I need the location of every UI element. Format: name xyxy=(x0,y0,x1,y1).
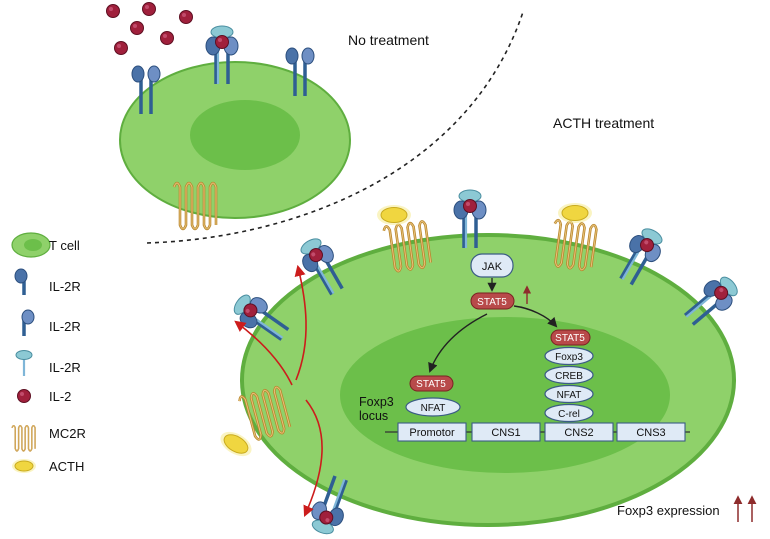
il2r-gamma-chain-icon xyxy=(21,309,35,336)
legend-label-il2: IL-2 xyxy=(49,389,71,404)
locus-cns2: CNS2 xyxy=(544,422,614,442)
legend-item-mc2r: MC2R xyxy=(11,424,86,452)
locus-cns1-label: CNS1 xyxy=(491,427,520,439)
treated-acth-top-left xyxy=(376,204,412,226)
nfat-right-label: NFAT xyxy=(557,390,582,401)
legend-label-acth: ACTH xyxy=(49,459,84,474)
nfat-right-node: NFAT xyxy=(544,384,594,404)
il2r-beta-chain-icon xyxy=(14,268,28,295)
crel-node: C-rel xyxy=(544,403,594,423)
stat5-cytoplasm-node: STAT5 xyxy=(470,292,515,310)
stat5-to-left-nucleus-arrow xyxy=(428,313,488,373)
locus-cns1: CNS1 xyxy=(471,422,541,442)
il2r-alpha-chain-icon xyxy=(15,350,33,376)
stat5-cytoplasm-label: STAT5 xyxy=(477,297,507,308)
legend-label-t-cell: T cell xyxy=(49,238,80,253)
locus-cns3-label: CNS3 xyxy=(636,427,665,439)
nfat-left-node: NFAT xyxy=(405,397,461,417)
creb-node: CREB xyxy=(544,365,594,385)
untreated-nucleus xyxy=(190,100,300,170)
locus-promotor: Promotor xyxy=(397,422,467,442)
acth-treatment-label: ACTH treatment xyxy=(553,115,654,131)
crel-label: C-rel xyxy=(558,409,580,420)
legend-item-il2r-alpha: IL-2R xyxy=(15,350,81,376)
jak-label: JAK xyxy=(482,261,503,273)
foxp3-locus-label-line2: locus xyxy=(359,409,388,423)
il2-icon xyxy=(17,389,31,403)
receptor-recruitment-arrows xyxy=(234,264,323,518)
foxp3-label: Foxp3 xyxy=(555,352,583,363)
legend: T cell IL-2R IL-2R IL-2R IL-2 xyxy=(11,232,86,474)
creb-label: CREB xyxy=(555,371,583,382)
foxp3-expression-label: Foxp3 expression xyxy=(617,503,720,518)
treated-acth-left xyxy=(215,426,257,462)
legend-label-il2r-beta: IL-2R xyxy=(49,279,81,294)
legend-label-il2r-gamma: IL-2R xyxy=(49,319,81,334)
stat5-nucleus-right-node: STAT5 xyxy=(550,329,591,346)
treated-acth-top-right xyxy=(557,202,593,224)
locus-promotor-label: Promotor xyxy=(409,427,455,439)
legend-label-mc2r: MC2R xyxy=(49,426,86,441)
locus-cns3: CNS3 xyxy=(616,422,686,442)
legend-item-il2r-gamma: IL-2R xyxy=(21,309,81,336)
stat5-to-right-nucleus-arrow xyxy=(513,305,558,328)
untreated-t-cell xyxy=(119,61,351,219)
stat5-nucleus-left-node: STAT5 xyxy=(409,375,454,392)
stat5-nucleus-left-label: STAT5 xyxy=(416,379,446,390)
foxp3-node: Foxp3 xyxy=(544,346,594,366)
legend-item-t-cell: T cell xyxy=(11,232,80,258)
condition-divider xyxy=(146,11,524,244)
jak-node: JAK xyxy=(470,253,514,278)
stat5-nucleus-right-label: STAT5 xyxy=(555,333,585,344)
legend-item-acth: ACTH xyxy=(12,459,84,474)
t-cell-icon xyxy=(11,232,51,258)
foxp3-locus-label-line1: Foxp3 xyxy=(359,395,394,409)
nfat-left-label: NFAT xyxy=(421,403,446,414)
mc2r-icon xyxy=(11,424,36,452)
locus-cns2-label: CNS2 xyxy=(564,427,593,439)
legend-label-il2r-alpha: IL-2R xyxy=(49,360,81,375)
free-il2-cluster xyxy=(106,2,193,55)
legend-item-il2r-beta: IL-2R xyxy=(14,268,81,295)
acth-icon xyxy=(12,459,36,473)
no-treatment-label: No treatment xyxy=(348,32,429,48)
treated-t-cell xyxy=(240,233,736,527)
legend-item-il2: IL-2 xyxy=(17,389,71,404)
